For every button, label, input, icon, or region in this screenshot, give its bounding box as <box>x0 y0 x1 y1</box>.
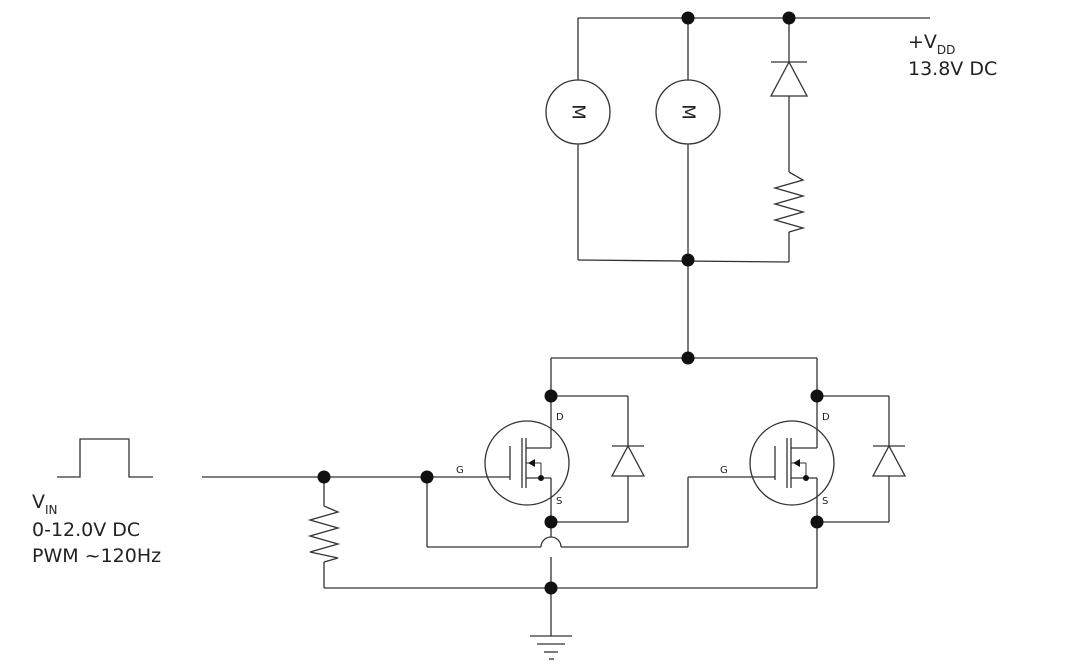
motor-1: M <box>545 18 611 260</box>
input-label-subscript: IN <box>45 503 58 517</box>
input-label: VIN 0-12.0V DC PWM ~120Hz <box>32 491 161 567</box>
pulldown-resistor-icon <box>307 505 341 563</box>
mosfet-2: D S G <box>688 396 835 522</box>
motor-2-symbol: M <box>678 104 699 120</box>
mosfet-2-source-label: S <box>822 496 828 507</box>
mosfet-1-gate-label: G <box>456 465 464 476</box>
mosfet-1-diode-icon <box>610 444 646 477</box>
svg-text:+VDD: +VDD <box>908 31 955 57</box>
ground <box>530 522 572 660</box>
motor-return <box>577 259 790 358</box>
mosfet-2-drain-label: D <box>822 412 830 423</box>
mosfet-2-diode-icon <box>871 444 907 477</box>
mosfet-1-source-label: S <box>556 496 562 507</box>
junction-dots <box>317 11 824 595</box>
mosfet-1-diode <box>551 395 646 523</box>
drain-bus <box>550 357 818 396</box>
gate-crossover <box>426 477 689 548</box>
input-label-prefix: V <box>32 491 45 513</box>
pulldown-resistor <box>307 477 818 589</box>
flyback-diode-icon <box>769 60 809 97</box>
mosfet-2-arrow-icon <box>793 459 800 467</box>
mosfet-1-arrow-icon <box>528 459 535 467</box>
flyback-branch <box>769 18 809 262</box>
mosfet-2-diode <box>817 395 907 523</box>
pwm-pulse-icon <box>57 438 153 478</box>
flyback-resistor-icon <box>772 171 806 233</box>
input-range: 0-12.0V DC <box>32 519 140 541</box>
motor-1-symbol: M <box>568 104 589 120</box>
input-pwm: PWM ~120Hz <box>32 545 161 567</box>
supply-label: +VDD 13.8V DC <box>908 31 997 80</box>
supply-label-subscript: DD <box>937 43 955 57</box>
mosfet-1: D S G <box>427 396 570 522</box>
mosfet-1-drain-label: D <box>556 412 564 423</box>
supply-voltage: 13.8V DC <box>908 58 997 80</box>
supply-label-prefix: +V <box>908 31 937 53</box>
motor-2: M <box>655 18 721 260</box>
svg-text:VIN: VIN <box>32 491 58 517</box>
mosfet-2-gate-label: G <box>720 465 728 476</box>
